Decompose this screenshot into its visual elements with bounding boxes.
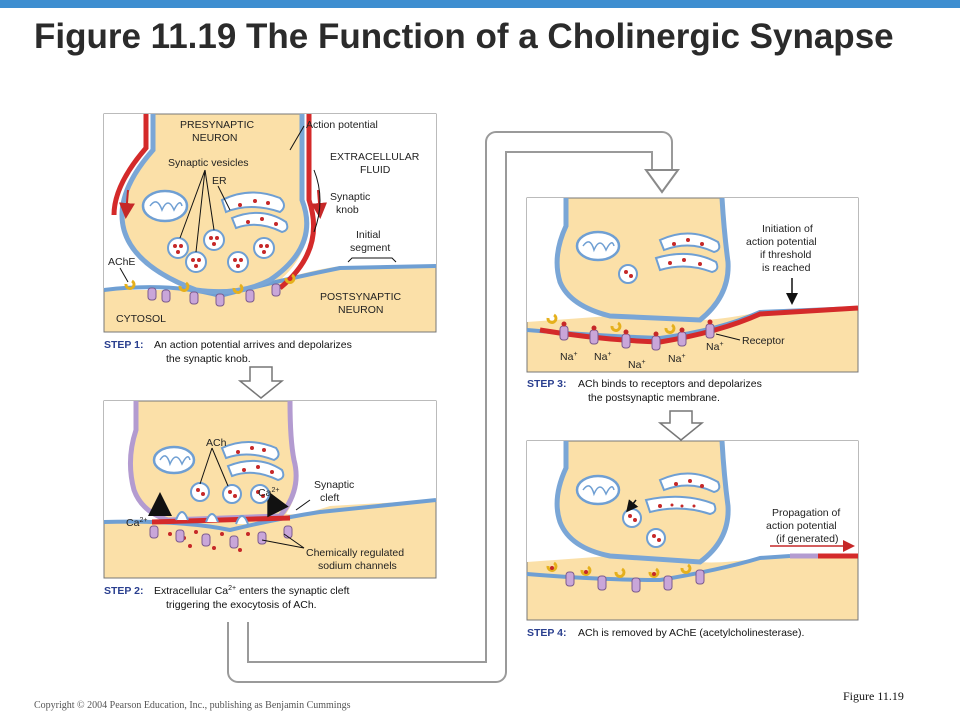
label-na-1: Na+ (560, 351, 578, 363)
panel-step3: Initiation of action potential if thresh… (526, 197, 859, 404)
label-cytosol: CYTOSOL (116, 313, 166, 325)
down-arrow-step3-4 (657, 410, 705, 441)
step2-caption-line2: triggering the exocytosis of ACh. (166, 599, 317, 611)
label-na-2: Na+ (594, 351, 612, 363)
step1-tag: STEP 1: (104, 339, 144, 351)
synaptic-vesicles (167, 229, 275, 273)
figure-reference: Figure 11.19 (843, 689, 904, 703)
label-synaptic-cleft-2: cleft (320, 492, 339, 504)
label-synaptic-knob-2: knob (336, 204, 359, 216)
step1-caption-line2: the synaptic knob. (166, 353, 251, 365)
ache-enzymes-step4 (546, 561, 692, 578)
step1-caption-line1: An action potential arrives and depolari… (154, 339, 352, 351)
label-initial-segment-2: segment (350, 242, 390, 254)
label-initiation-4: is reached (762, 262, 811, 274)
endoplasmic-reticulum (220, 191, 289, 234)
label-synaptic-cleft-1: Synaptic (314, 479, 354, 491)
label-initiation-1: Initiation of (762, 223, 813, 235)
postsynaptic-receptors-step2 (149, 525, 293, 549)
mitochondrion (141, 189, 189, 223)
label-presynaptic-1: PRESYNAPTIC (180, 119, 255, 131)
label-er: ER (212, 175, 227, 187)
label-propagation-2: action potential (766, 520, 837, 532)
released-ach-dots (168, 530, 264, 552)
ache-enzymes (124, 273, 296, 294)
step4-caption-line1: ACh is removed by AChE (acetylcholineste… (578, 627, 804, 639)
panel-step2: ACh Ca2+ Ca2+ Synaptic cleft Chemically … (103, 400, 437, 611)
label-na-4: Na+ (668, 353, 686, 365)
panel-step1: PRESYNAPTIC NEURON Action potential EXTR… (103, 113, 437, 365)
label-initial-segment-1: Initial (356, 229, 381, 241)
down-arrow-step1-2 (237, 366, 285, 399)
label-propagation-3: (if generated) (776, 533, 838, 545)
label-extracellular-2: FLUID (360, 164, 391, 176)
label-na-5: Na+ (706, 341, 724, 353)
label-initiation-3: if threshold (760, 249, 812, 261)
step4-tag: STEP 4: (527, 627, 567, 639)
postsynaptic-receptors (147, 283, 281, 307)
label-ache: AChE (108, 256, 135, 268)
label-ach: ACh (206, 437, 227, 449)
receptors-unbound (565, 569, 705, 593)
label-synaptic-vesicles: Synaptic vesicles (168, 157, 249, 169)
panel-step4: Propagation of action potential (if gene… (526, 440, 859, 639)
step2-caption-line1: Extracellular Ca2+enters the synaptic cl… (154, 585, 349, 597)
top-accent-bar (0, 0, 960, 8)
label-action-potential: Action potential (306, 119, 378, 131)
label-propagation-1: Propagation of (772, 507, 840, 519)
copyright-footer: Copyright © 2004 Pearson Education, Inc.… (34, 700, 351, 711)
label-postsynaptic-1: POSTSYNAPTIC (320, 291, 402, 303)
label-na-3: Na+ (628, 359, 646, 371)
page-title: Figure 11.19 The Function of a Cholinerg… (34, 17, 894, 56)
label-channels-1: Chemically regulated (306, 547, 404, 559)
step3-caption-line2: the postsynaptic membrane. (588, 392, 720, 404)
label-synaptic-knob-1: Synaptic (330, 191, 370, 203)
receptors-bound (559, 319, 715, 351)
label-receptor: Receptor (742, 335, 785, 347)
flow-connector (227, 131, 680, 683)
label-postsynaptic-2: NEURON (338, 304, 384, 316)
step2-tag: STEP 2: (104, 585, 144, 597)
step3-tag: STEP 3: (527, 378, 567, 390)
label-presynaptic-2: NEURON (192, 132, 238, 144)
label-ca-right: Ca2+ (258, 487, 279, 499)
step3-caption-line1: ACh binds to receptors and depolarizes (578, 378, 762, 390)
label-channels-2: sodium channels (318, 560, 397, 572)
label-ca-left: Ca2+ (126, 517, 147, 529)
label-initiation-2: action potential (746, 236, 817, 248)
label-extracellular-1: EXTRACELLULAR (330, 151, 420, 163)
